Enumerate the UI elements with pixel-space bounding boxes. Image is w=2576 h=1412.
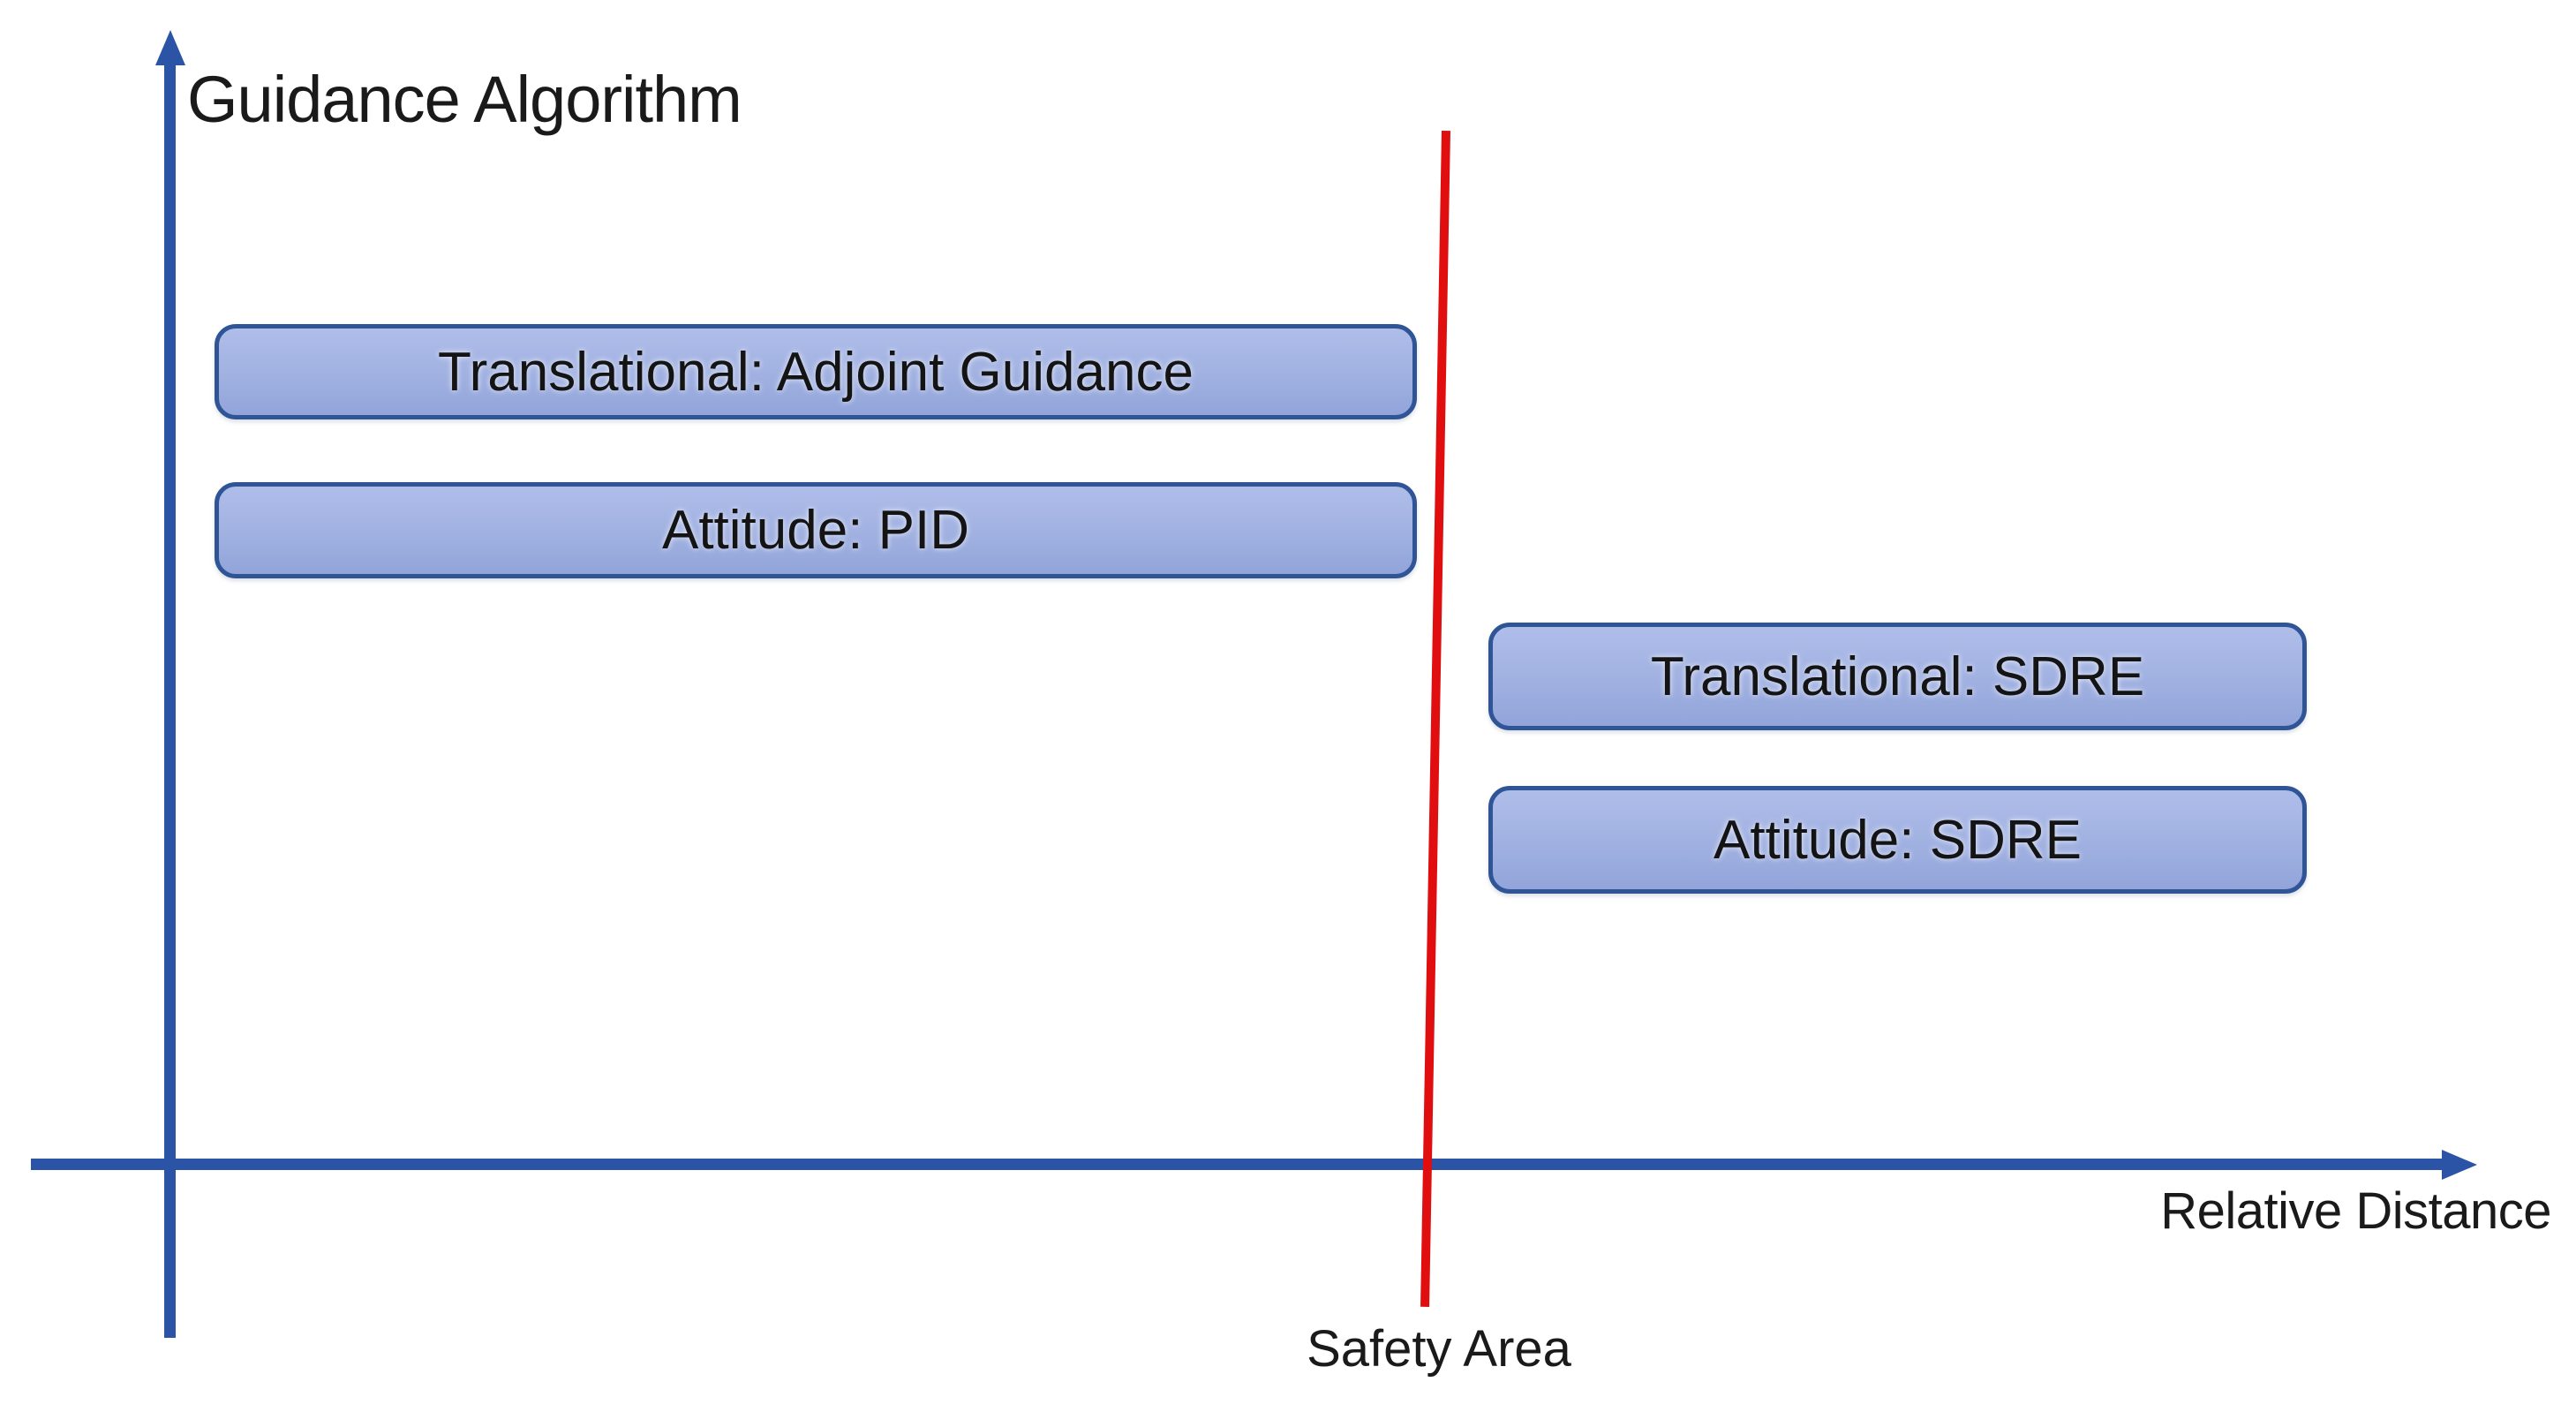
box-label: Attitude: SDRE: [1714, 809, 2082, 871]
box-attitude-sdre: Attitude: SDRE: [1488, 786, 2307, 894]
box-translational-adjoint-guidance: Translational: Adjoint Guidance: [215, 324, 1417, 419]
box-label: Translational: Adjoint Guidance: [438, 341, 1194, 403]
safety-area-label: Safety Area: [1307, 1320, 1571, 1378]
x-axis-label: Relative Distance: [2160, 1182, 2551, 1240]
x-axis-arrowhead-icon: [2442, 1150, 2477, 1180]
x-axis-line: [31, 1159, 2446, 1170]
box-translational-sdre: Translational: SDRE: [1488, 623, 2307, 730]
y-axis-label: Guidance Algorithm: [187, 63, 742, 136]
box-label: Translational: SDRE: [1650, 646, 2145, 707]
box-label: Attitude: PID: [661, 500, 970, 561]
box-attitude-pid: Attitude: PID: [215, 482, 1417, 578]
y-axis-line: [164, 55, 176, 1338]
y-axis-arrowhead-icon: [155, 30, 185, 65]
safety-area-line: [1420, 131, 1450, 1307]
